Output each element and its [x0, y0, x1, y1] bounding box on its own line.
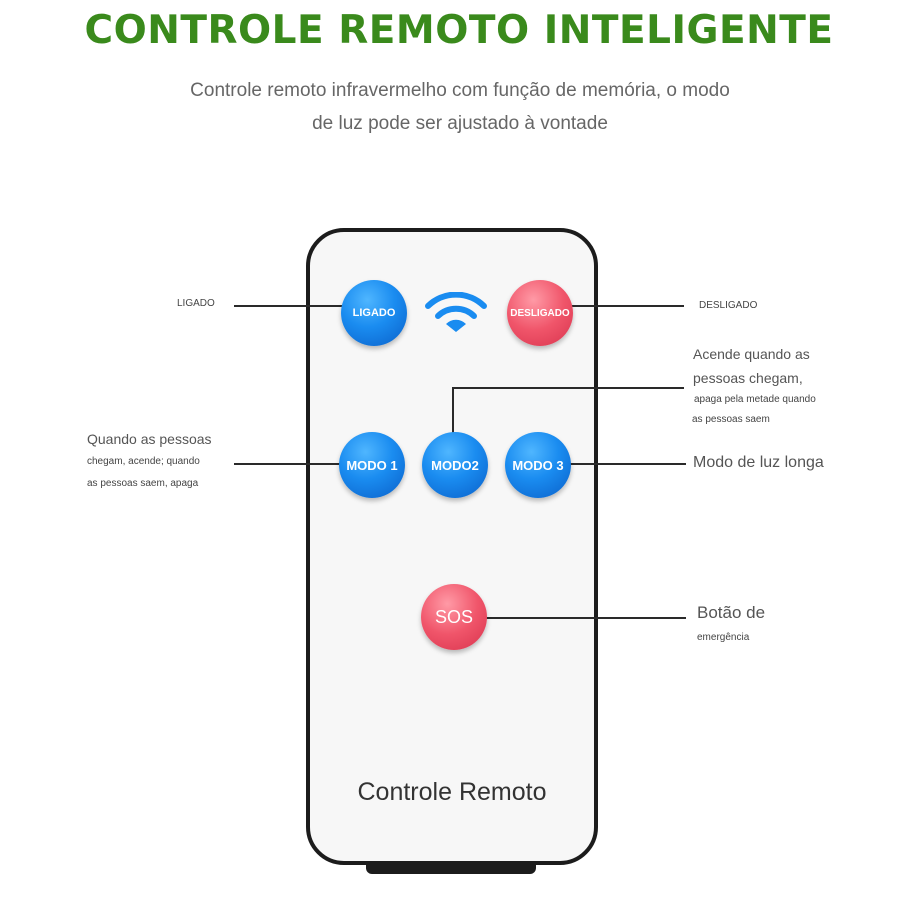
mode2-button[interactable]: MODO2: [422, 432, 488, 498]
subtitle-line-2: de luz pode ser ajustado à vontade: [312, 113, 608, 134]
on-leader-line: [234, 305, 346, 307]
page-title: CONTROLE REMOTO INTELIGENTE: [84, 8, 834, 53]
mode1-leader-line: [234, 463, 346, 465]
sos-label-line-2: emergência: [697, 632, 750, 643]
mode2-button-label: MODO2: [431, 457, 479, 473]
on-button-label: LIGADO: [352, 307, 396, 319]
on-label: LIGADO: [177, 298, 215, 309]
mode1-button-label: MODO 1: [346, 457, 398, 473]
off-button[interactable]: DESLIGADO: [507, 280, 573, 346]
mode2-label-line-3: apaga pela metade quando: [694, 394, 816, 405]
mode2-label-line-1: Acende quando as: [693, 346, 810, 362]
subtitle: Controle remoto infravermelho com função…: [140, 74, 780, 140]
subtitle-line-1: Controle remoto infravermelho com função…: [190, 80, 730, 101]
off-button-label: DESLIGADO: [510, 307, 570, 319]
mode1-button[interactable]: MODO 1: [339, 432, 405, 498]
mode1-label-line-1: Quando as pessoas: [87, 431, 212, 447]
mode3-leader-line: [568, 463, 686, 465]
mode2-leader-hline: [452, 387, 684, 389]
mode3-button[interactable]: MODO 3: [505, 432, 571, 498]
sos-leader-line: [484, 617, 686, 619]
remote-bottom-edge: [366, 862, 536, 874]
mode1-label-line-3: as pessoas saem, apaga: [87, 478, 199, 489]
mode2-label-line-2: pessoas chegam,: [693, 370, 803, 386]
on-button[interactable]: LIGADO: [341, 280, 407, 346]
off-label: DESLIGADO: [699, 300, 758, 311]
mode1-label-line-2: chegam, acende; quando: [87, 456, 200, 467]
mode3-button-label: MODO 3: [512, 457, 564, 473]
wifi-signal-icon: [424, 291, 488, 336]
mode2-leader-vline: [452, 387, 454, 435]
sos-button[interactable]: SOS: [421, 584, 487, 650]
mode2-label-line-4: as pessoas saem: [692, 414, 770, 425]
off-leader-line: [568, 305, 684, 307]
sos-label-line-1: Botão de: [697, 603, 766, 622]
sos-button-label: SOS: [434, 606, 473, 627]
mode3-label: Modo de luz longa: [693, 454, 824, 471]
remote-label: Controle Remoto: [357, 778, 547, 806]
